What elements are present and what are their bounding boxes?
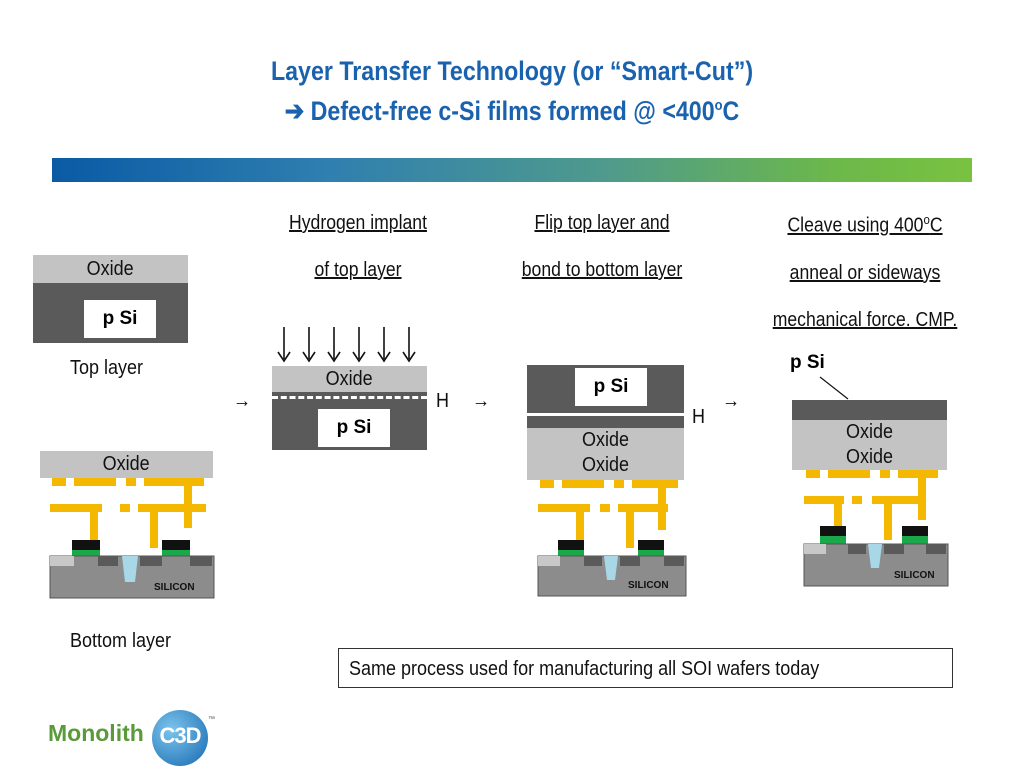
implant-oxide: Oxide — [272, 366, 427, 392]
process-arrow-1: → — [233, 390, 251, 412]
silicon-label: SILICON — [154, 582, 195, 593]
logo-text: Monolith — [48, 720, 144, 746]
caption-line: Hydrogen implant — [289, 212, 427, 234]
top-layer-oxide: Oxide — [33, 255, 188, 283]
bond-oxide: Oxide Oxide — [527, 428, 684, 480]
degree-sup: o — [714, 97, 723, 114]
bond-hydrogen-label: H — [692, 406, 706, 428]
top-layer-label: Top layer — [70, 357, 144, 379]
process-arrow-3: → — [722, 390, 740, 412]
caption-line: bond to bottom layer — [521, 259, 683, 281]
bond-psi: p Si — [575, 368, 647, 406]
logo-circle-icon — [152, 710, 208, 766]
slide-title: Layer Transfer Technology (or “Smart-Cut… — [270, 56, 754, 86]
step-caption-implant: Hydrogen implant of top layer — [270, 200, 446, 294]
implant-psi: p Si — [318, 409, 390, 447]
implant-arrows — [277, 327, 416, 363]
caption-line: Flip top layer and — [534, 212, 670, 234]
cleave-oxide: Oxide Oxide — [792, 420, 947, 470]
logo-mark: C3D — [159, 723, 201, 748]
caption-line: mechanical force. CMP. — [772, 308, 958, 331]
cleave-thin-silicon — [792, 400, 947, 420]
top-layer-psi: p Si — [84, 300, 156, 338]
step-caption-cleave: Cleave using 400oC anneal or sideways me… — [759, 196, 970, 344]
caption-line: Cleave using 400oC — [787, 212, 943, 237]
caption-line: of top layer — [314, 259, 402, 281]
silicon-label: SILICON — [628, 580, 669, 591]
gradient-divider — [52, 158, 972, 182]
slide-subtitle: ➔ Defect-free c-Si films formed @ <400oC — [72, 96, 953, 127]
right-arrow-icon: ➔ — [284, 96, 305, 126]
hydrogen-line — [272, 396, 427, 399]
bottom-layer-label: Bottom layer — [70, 630, 172, 652]
bond-silicon-thin — [527, 416, 684, 428]
cmos-stack-a: SILICON — [49, 478, 215, 599]
process-arrow-2: → — [472, 390, 490, 412]
footer-note: Same process used for manufacturing all … — [338, 648, 953, 688]
hydrogen-label: H — [436, 390, 450, 412]
subtitle-text: Defect-free c-Si films formed @ <400 — [310, 96, 715, 126]
cmos-stack-c: SILICON — [803, 470, 949, 587]
bottom-oxide: Oxide — [40, 451, 213, 478]
cleave-psi-label: p Si — [790, 352, 825, 373]
caption-line: anneal or sideways — [789, 261, 941, 284]
cmos-stack-b: SILICON — [537, 480, 687, 597]
subtitle-unit: C — [722, 96, 740, 126]
cleave-pointer — [819, 376, 849, 400]
step-caption-bond: Flip top layer and bond to bottom layer — [505, 200, 699, 294]
bond-hydrogen-line — [527, 413, 684, 416]
silicon-label: SILICON — [894, 570, 935, 581]
logo-trademark: ™ — [208, 716, 215, 723]
